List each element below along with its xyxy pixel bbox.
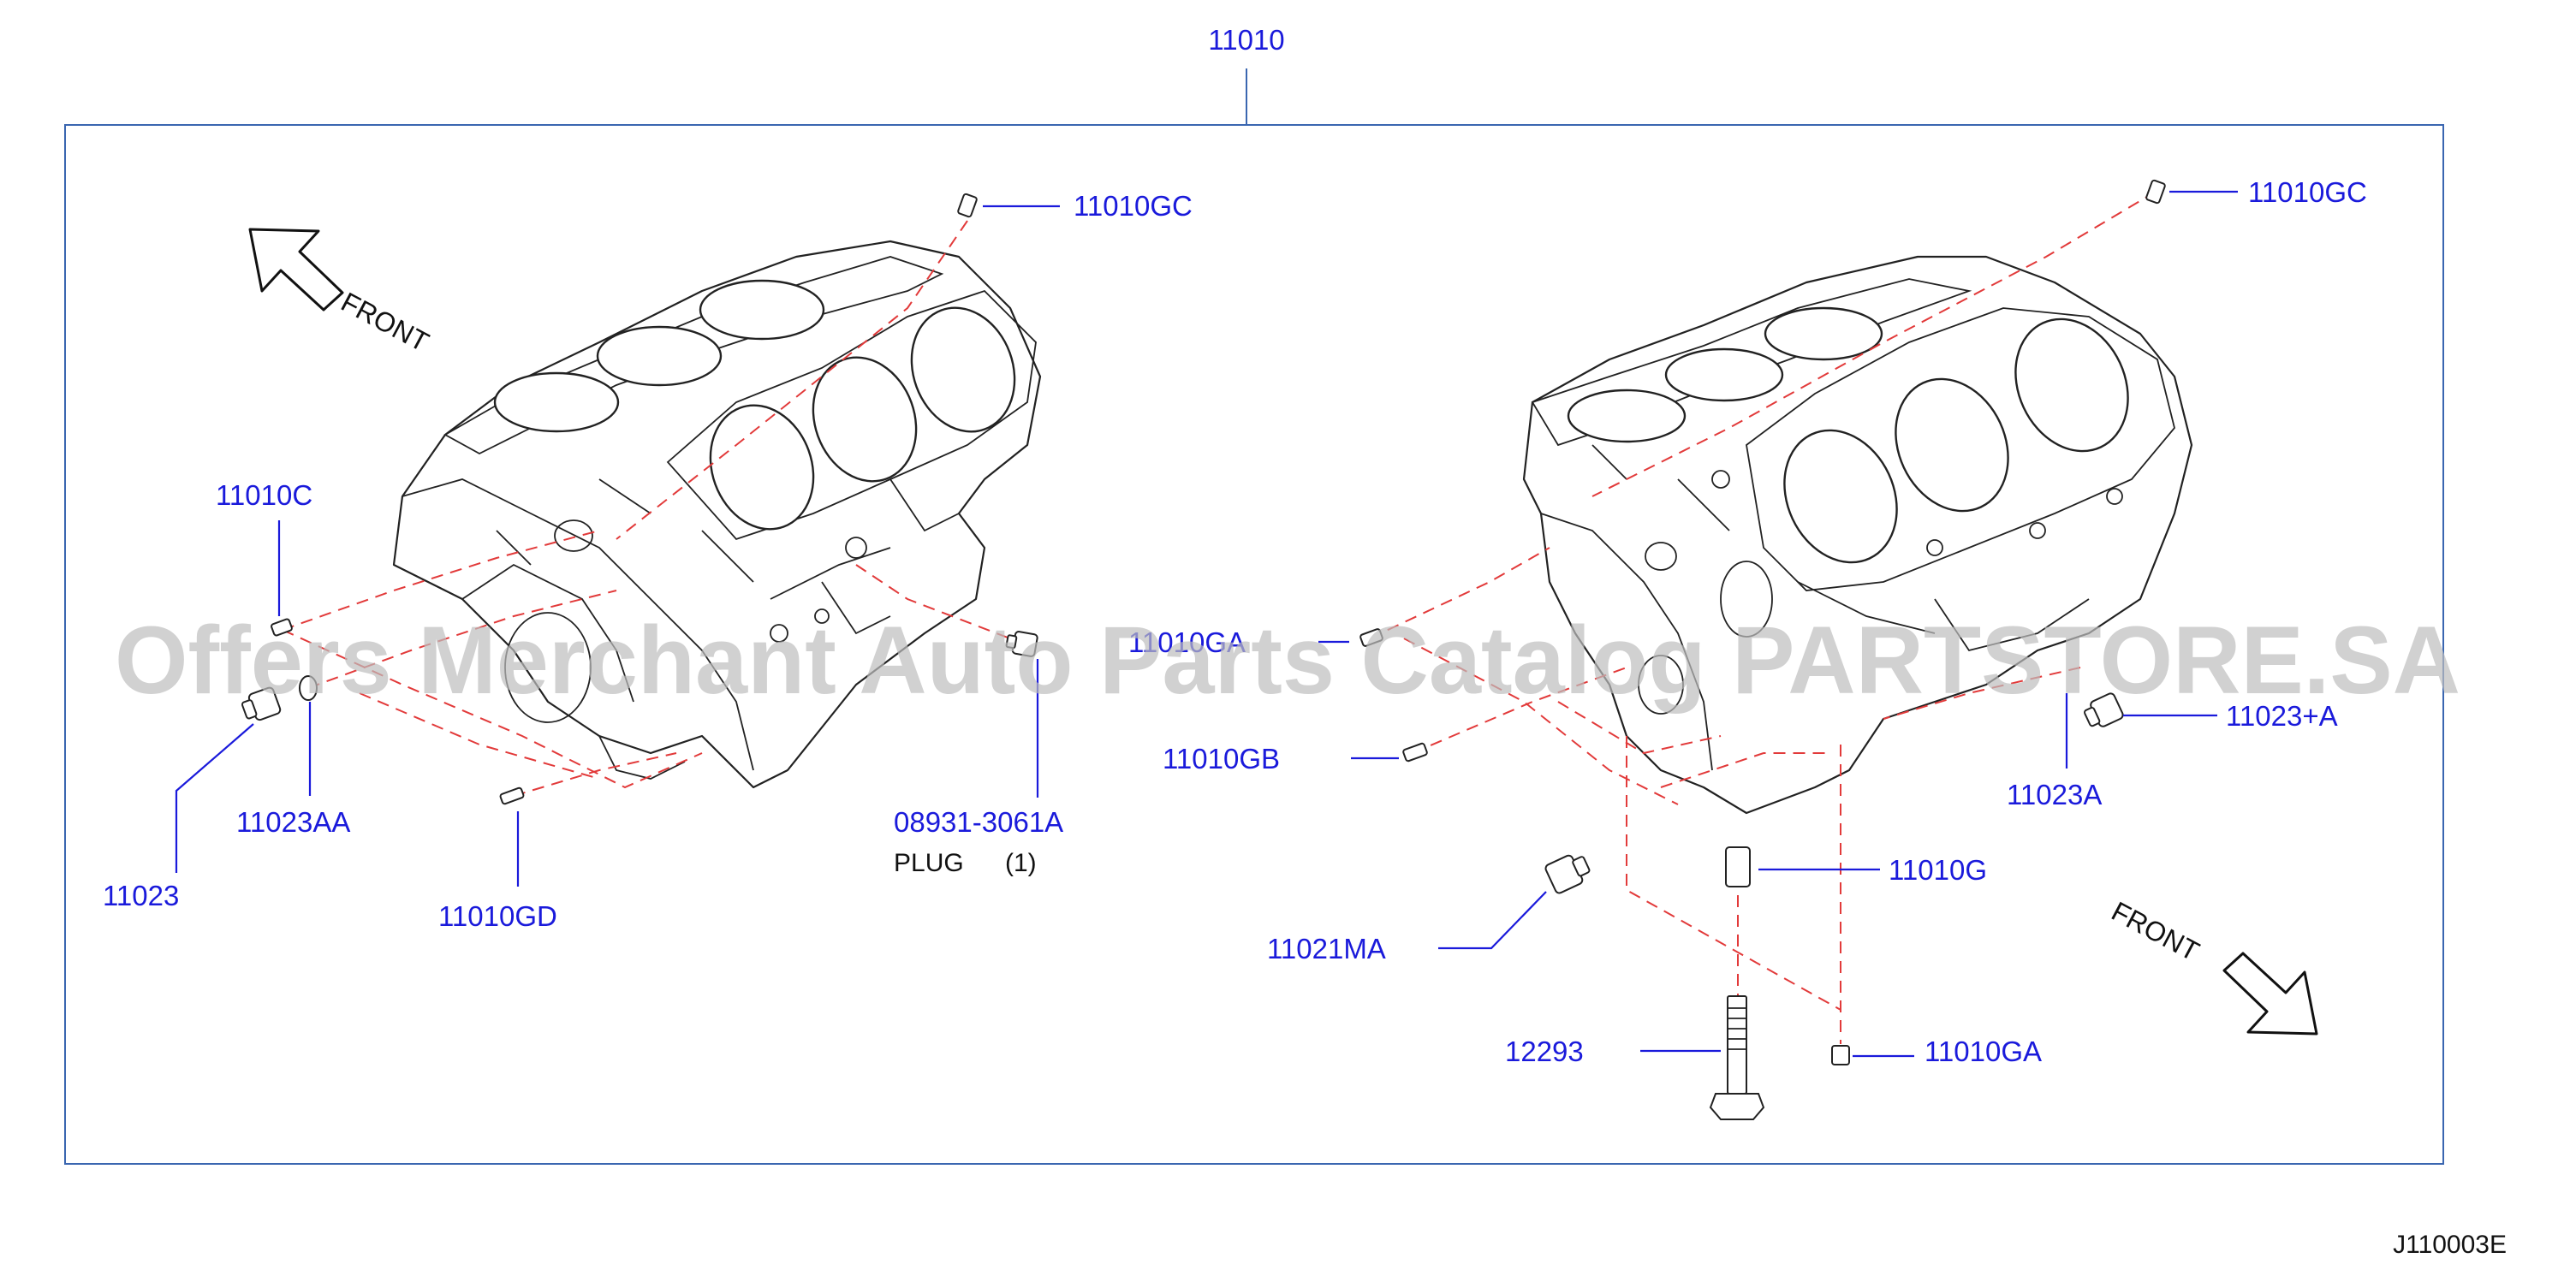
plug-08931-shape (1005, 631, 1038, 657)
label-11010ga-top[interactable]: 11010GA (1128, 626, 1246, 658)
top-part-number[interactable]: 11010 (1208, 24, 1284, 56)
seal-11023aa-shape (299, 675, 318, 701)
plug-11023-shape (241, 686, 282, 721)
label-11010ga-bottom[interactable]: 11010GA (1925, 1036, 2042, 1067)
plug-11021ma-shape (1544, 854, 1591, 894)
label-11023aa[interactable]: 11023AA (236, 806, 350, 838)
plug-11023plusa-shape (2084, 692, 2124, 727)
label-11010c[interactable]: 11010C (216, 479, 312, 511)
front-arrow-right-icon (2222, 952, 2318, 1036)
label-11023[interactable]: 11023 (103, 880, 179, 911)
watermark: Offers Merchant Auto Parts Catalog PARTS… (115, 607, 2460, 714)
dowel-11010gc-right-shape (2145, 179, 2166, 205)
label-11010gc-right[interactable]: 11010GC (2248, 176, 2367, 208)
label-11010gd[interactable]: 11010GD (438, 900, 557, 932)
label-11010gb[interactable]: 11010GB (1163, 743, 1280, 774)
label-plug: PLUG (894, 849, 964, 877)
label-11021ma[interactable]: 11021MA (1267, 933, 1386, 964)
dowel-11010ga-bottom-shape (1831, 1045, 1850, 1065)
left-leaders (175, 205, 1060, 887)
dowel-11010c-shape (271, 618, 293, 637)
dowel-11010gd-shape (499, 786, 525, 805)
diagram-frame (64, 124, 2444, 1165)
label-plug-qty: (1) (1005, 849, 1037, 877)
left-engine-block (392, 240, 1042, 789)
front-label-left: FRONT (336, 286, 434, 358)
right-leaders (1318, 190, 2238, 1058)
sleeve-11010g-shape (1725, 846, 1751, 887)
front-arrow-left-icon (248, 228, 344, 312)
bolt-12293-shape (1709, 995, 1765, 1120)
dowel-11010ga-top-shape (1359, 628, 1383, 647)
label-12293[interactable]: 12293 (1505, 1036, 1584, 1067)
right-parts (1359, 179, 2166, 1120)
reference-code: J110003E (2393, 1231, 2507, 1259)
left-assembly-lines (282, 220, 1020, 797)
front-label-right: FRONT (2107, 895, 2204, 967)
label-11023-plus-a[interactable]: 11023+A (2226, 700, 2338, 732)
right-assembly-lines (1369, 191, 2157, 1044)
label-11023a[interactable]: 11023A (2007, 779, 2102, 810)
label-08931-3061a[interactable]: 08931-3061A (894, 806, 1063, 838)
label-11010gc-left[interactable]: 11010GC (1074, 190, 1193, 222)
label-11010g[interactable]: 11010G (1889, 854, 1987, 886)
left-parts (241, 193, 1038, 805)
right-engine-block (1522, 255, 2193, 815)
dowel-11010gb-shape (1402, 742, 1428, 763)
dowel-11010gc-left-shape (957, 193, 978, 218)
